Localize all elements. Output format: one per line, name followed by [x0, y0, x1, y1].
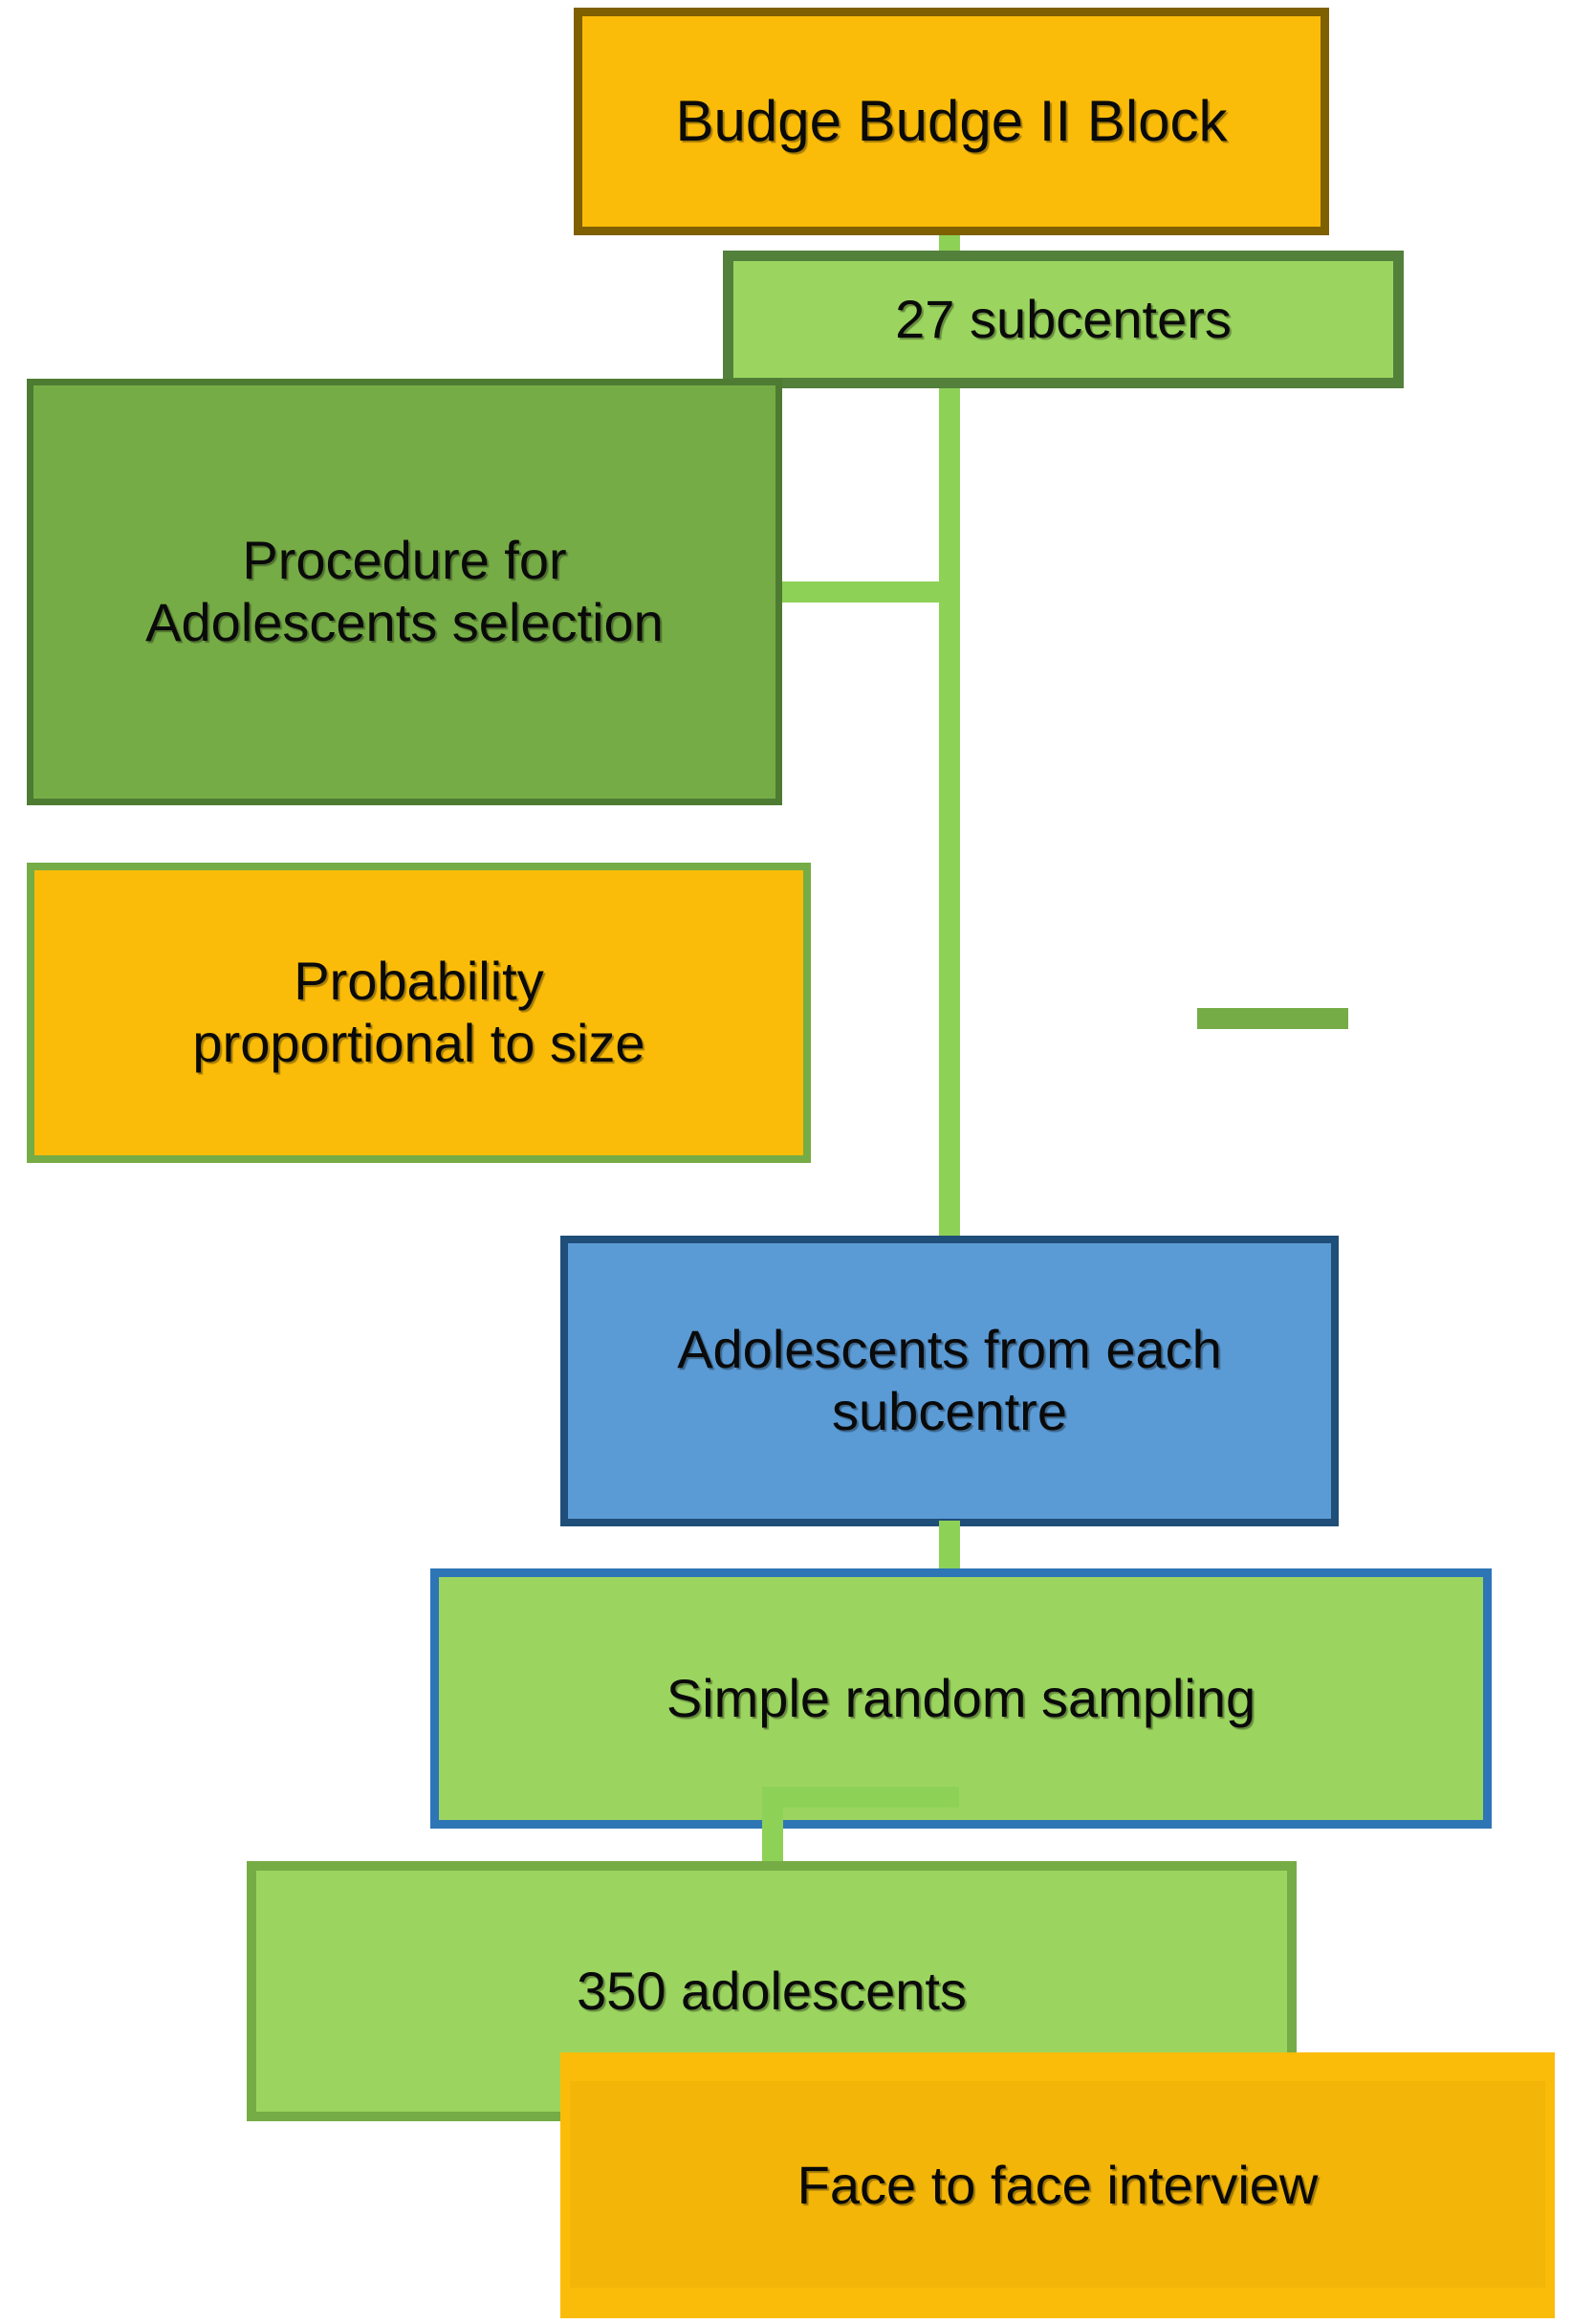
node-adolescents-from-each-subcentre[interactable]: Adolescents from each subcentre: [560, 1236, 1339, 1526]
node-budge-budge-ii-block[interactable]: Budge Budge II Block: [574, 8, 1329, 235]
node-procedure-for-adolescents-selection[interactable]: Procedure for Adolescents selection: [27, 379, 782, 805]
node-face-to-face-interview[interactable]: Face to face interview: [560, 2052, 1555, 2318]
connector-srs-to-total-horizontal: [762, 1787, 959, 1808]
node-face-to-face-interview-label: Face to face interview: [797, 2154, 1319, 2215]
connector-dash-marker: [1197, 1008, 1348, 1029]
node-350-adolescents[interactable]: 350 adolescents: [247, 1861, 1297, 2121]
connector-srs-to-total-vertical: [762, 1787, 783, 1882]
node-27-subcenters[interactable]: 27 subcenters: [723, 251, 1404, 388]
connector-subcenters-to-adolescents: [939, 603, 960, 1243]
node-probability-proportional-to-size[interactable]: Probability proportional to size: [27, 863, 811, 1163]
node-simple-random-sampling[interactable]: Simple random sampling: [430, 1568, 1492, 1829]
connector-procedure-to-trunk: [776, 581, 949, 603]
